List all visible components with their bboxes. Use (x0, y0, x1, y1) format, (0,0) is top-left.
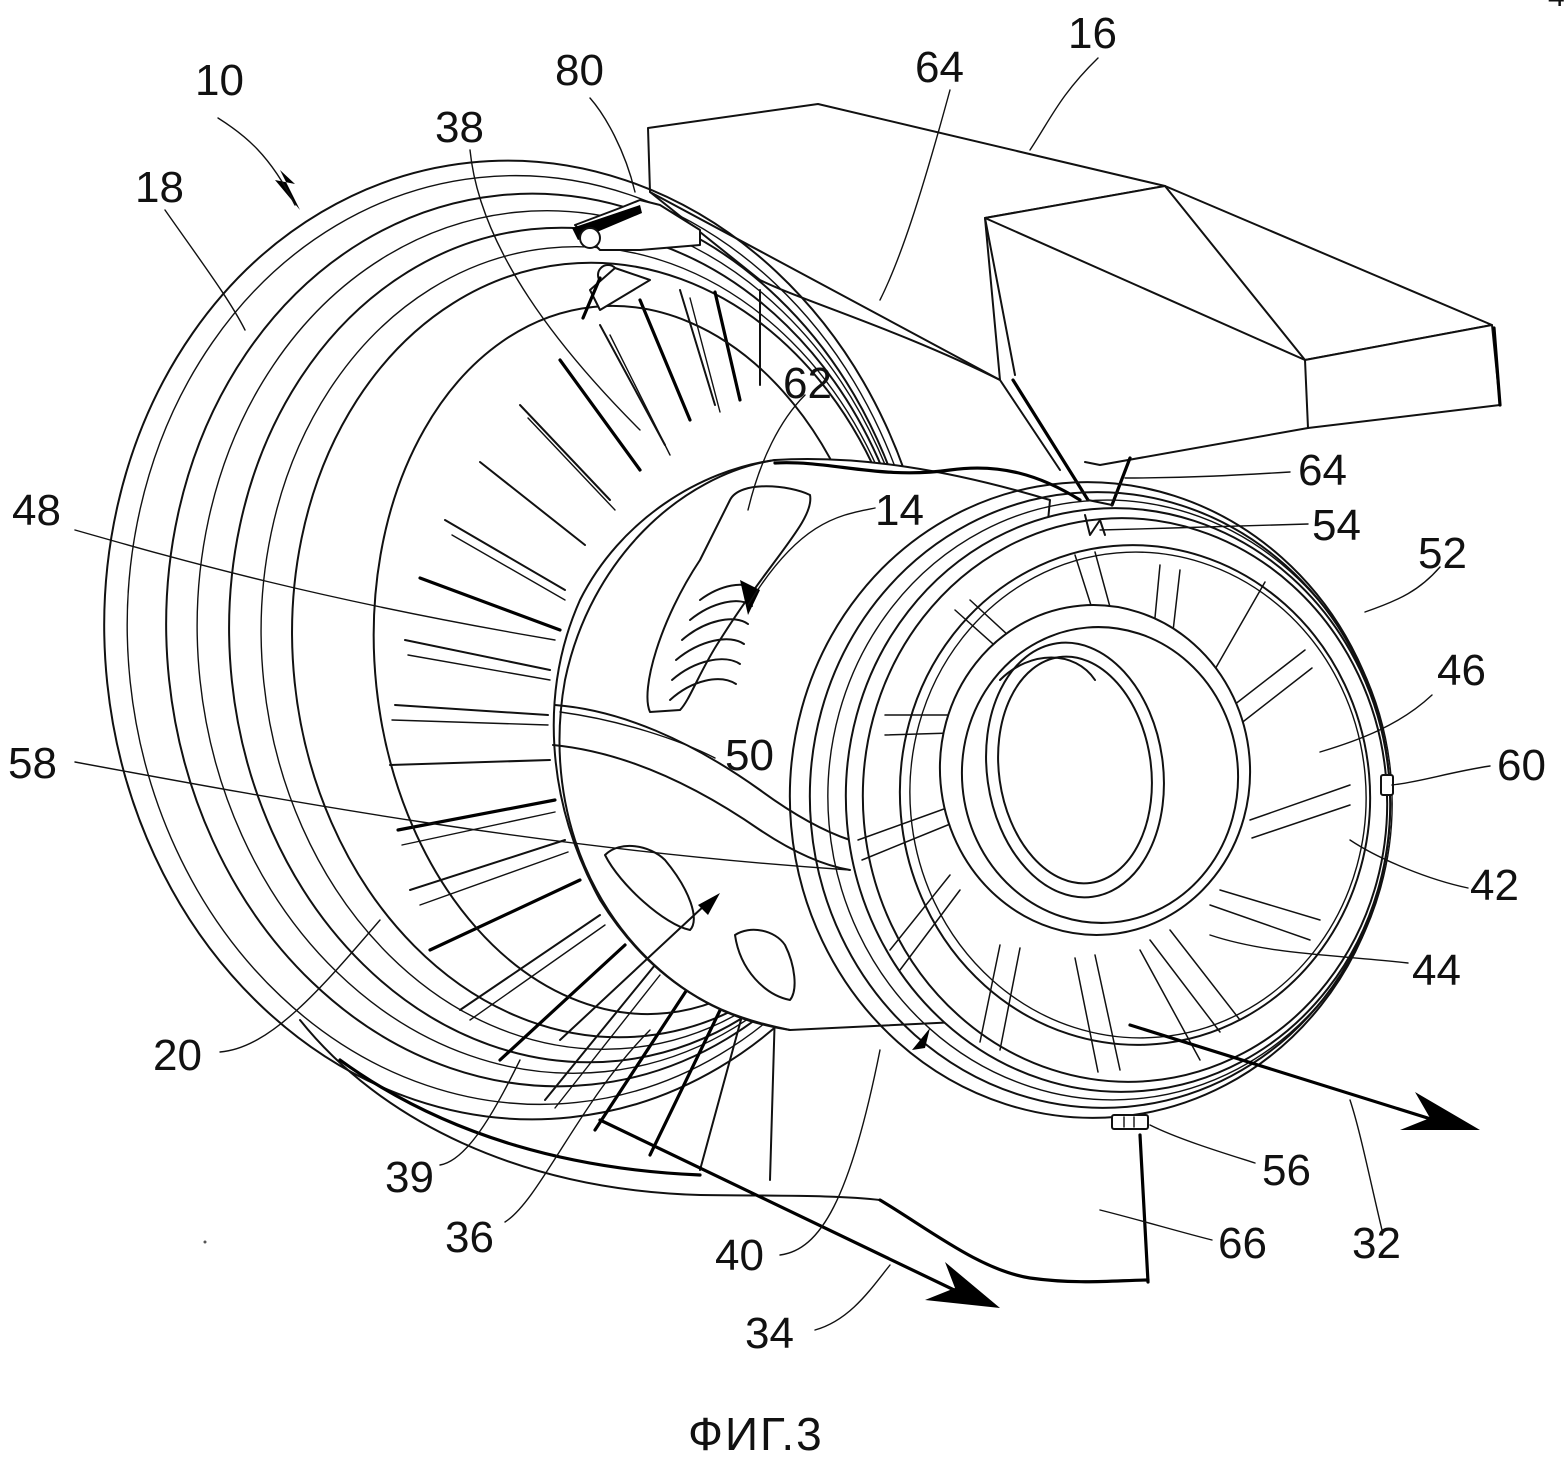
label-48: 48 (12, 486, 61, 535)
label-40: 40 (715, 1231, 764, 1280)
label-60: 60 (1497, 741, 1546, 790)
label-56: 56 (1262, 1146, 1311, 1195)
pylon (647, 103, 1502, 507)
label-80: 80 (555, 46, 604, 95)
label-50: 50 (725, 731, 774, 780)
label-34: 34 (745, 1309, 794, 1358)
leader-lines (74, 57, 1491, 1331)
label-16: 16 (1068, 9, 1117, 58)
label-18: 18 (135, 163, 184, 212)
linkage-80 (572, 199, 701, 320)
label-38: 38 (435, 103, 484, 152)
label-54: 54 (1312, 501, 1361, 550)
reference-labels: 10 18 80 38 64 16 62 14 64 54 52 48 46 5… (8, 9, 1546, 1358)
label-64-lower: 64 (1298, 446, 1347, 495)
label-14: 14 (875, 486, 924, 535)
lower-fairing (878, 1133, 1150, 1284)
corner-mark: 4 (1548, 0, 1565, 13)
label-46: 46 (1437, 646, 1486, 695)
label-20: 20 (153, 1031, 202, 1080)
label-62: 62 (783, 359, 832, 408)
label-32: 32 (1352, 1219, 1401, 1268)
label-10: 10 (195, 56, 244, 105)
label-44: 44 (1412, 946, 1461, 995)
label-52: 52 (1418, 529, 1467, 578)
label-39: 39 (385, 1153, 434, 1202)
label-36: 36 (445, 1213, 494, 1262)
speck (203, 1240, 207, 1244)
guide-vanes (372, 289, 888, 1181)
label-66: 66 (1218, 1219, 1267, 1268)
flow-arrows (275, 170, 1480, 1308)
figure-caption: ФИГ.3 (688, 1408, 824, 1459)
label-58: 58 (8, 739, 57, 788)
label-64-upper: 64 (915, 43, 964, 92)
label-42: 42 (1470, 861, 1519, 910)
